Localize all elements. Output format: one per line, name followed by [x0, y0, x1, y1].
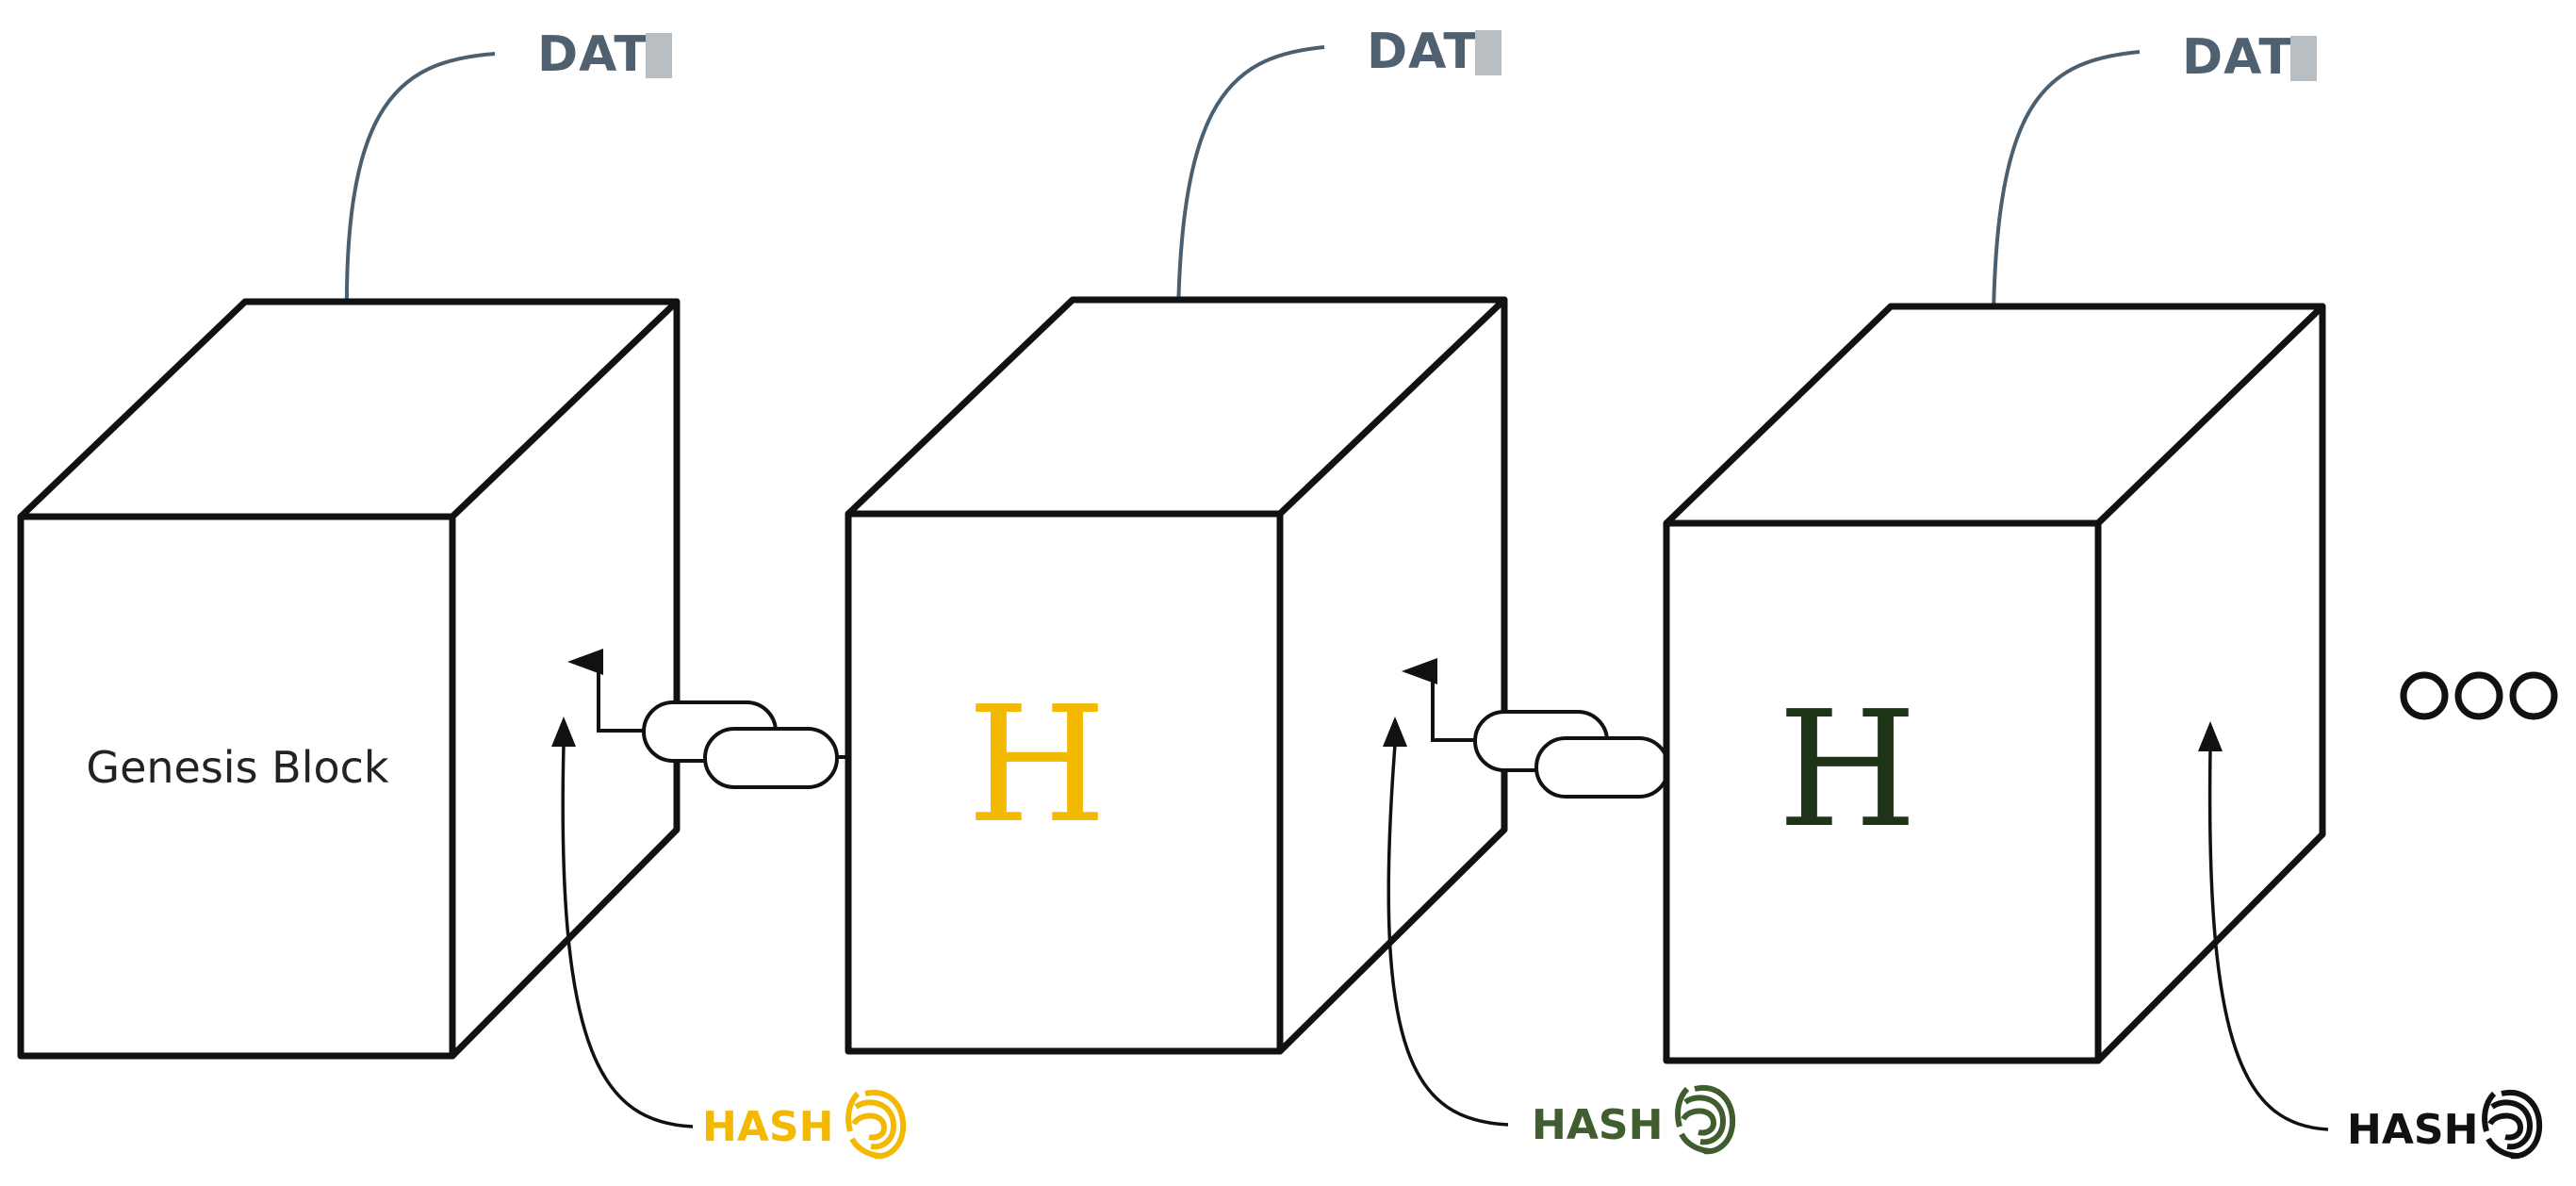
h-letter: H [1778, 677, 1917, 864]
hash-label: HASH [2347, 1106, 2478, 1154]
data-arrow [1175, 45, 1325, 378]
block-2: DAT H HASH [845, 24, 1732, 1151]
continuation-ellipsis [2400, 671, 2558, 720]
data-arrow [1991, 50, 2141, 383]
hash-label: HASH [1532, 1101, 1663, 1149]
fingerprint-icon [2485, 1093, 2539, 1156]
data-label: DAT [1367, 24, 1478, 80]
h-letter: H [967, 672, 1107, 859]
hash-arrow [561, 744, 694, 1128]
block-1: DAT Genesis Block HASH [17, 26, 903, 1156]
chain-link-icon [567, 649, 886, 789]
cube-front-face [845, 510, 1284, 1055]
hash-arrow [1386, 744, 1509, 1127]
hash-arrowhead [551, 717, 576, 747]
data-label-redacted [1475, 30, 1501, 75]
hash-label: HASH [702, 1103, 833, 1151]
hash-arrow [2207, 749, 2329, 1131]
hash-arrowhead [2198, 721, 2223, 751]
chain-link-icon [1402, 658, 1715, 799]
data-label: DAT [537, 26, 648, 83]
data-label-redacted [2290, 36, 2317, 81]
fingerprint-icon [848, 1093, 903, 1156]
data-arrow [344, 52, 496, 378]
data-label: DAT [2182, 29, 2293, 86]
block-3: DAT H HASH [1663, 29, 2539, 1156]
data-label-redacted [646, 33, 672, 78]
hash-arrowhead [1383, 717, 1407, 747]
fingerprint-icon [1678, 1088, 1732, 1151]
cube-front-face [17, 513, 456, 1060]
cube-front-face [1663, 519, 2102, 1064]
block-label: Genesis Block [86, 742, 389, 793]
